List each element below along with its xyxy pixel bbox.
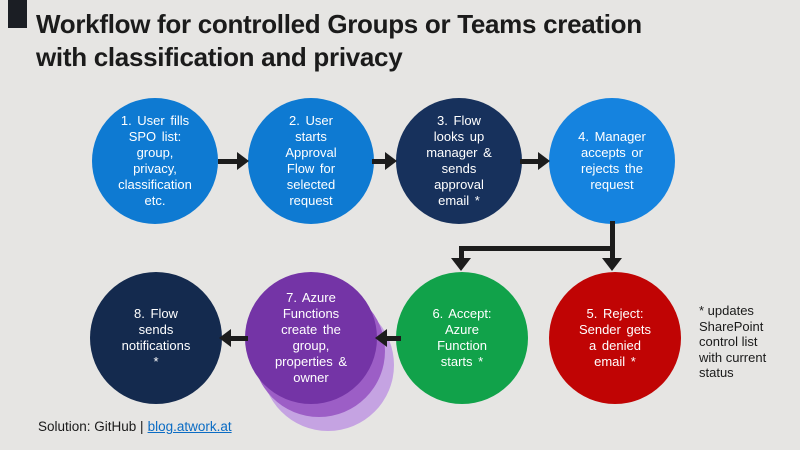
step-1-label: 1. User fills SPO list: group, privacy, … <box>118 113 192 208</box>
step-3-circle: 3. Flow looks up manager & sends approva… <box>396 98 522 224</box>
branch-connector-left-stem <box>458 250 464 259</box>
footer: Solution: GitHub |blog.atwork.at <box>38 419 232 434</box>
arrow-step1-to-step2 <box>218 150 249 172</box>
step-5-circle: 5. Reject: Sender gets a denied email * <box>549 272 681 404</box>
arrow-line <box>372 158 385 164</box>
branch-connector-right-stem <box>609 250 615 259</box>
arrow-line <box>387 335 401 341</box>
step-6-circle: 6. Accept: Azure Function starts * <box>396 272 528 404</box>
step-6-label: 6. Accept: Azure Function starts * <box>432 306 492 369</box>
arrow-line <box>231 335 248 341</box>
arrow-head-left-icon <box>219 329 231 347</box>
branch-connector-stem <box>609 221 615 250</box>
arrow-head-down-to-step5-icon <box>602 258 622 271</box>
step-8-circle: 8. Flow sends notifications * <box>90 272 222 404</box>
arrow-line <box>218 158 237 164</box>
arrow-head-right-icon <box>385 152 397 170</box>
step-7-circle: 7. Azure Functions create the group, pro… <box>245 272 377 404</box>
step-4-label: 4. Manager accepts or rejects the reques… <box>578 129 646 192</box>
arrow-step3-to-step4 <box>520 150 550 172</box>
step-1-circle: 1. User fills SPO list: group, privacy, … <box>92 98 218 224</box>
step-2-label: 2. User starts Approval Flow for selecte… <box>285 113 337 208</box>
arrow-step2-to-step3 <box>372 150 397 172</box>
step-3-label: 3. Flow looks up manager & sends approva… <box>426 113 492 208</box>
arrow-head-down-to-step6-icon <box>451 258 471 271</box>
step-2-circle: 2. User starts Approval Flow for selecte… <box>248 98 374 224</box>
step-7-label: 7. Azure Functions create the group, pro… <box>274 290 348 385</box>
arrow-step6-to-step7 <box>375 327 401 349</box>
arrow-head-right-icon <box>237 152 249 170</box>
branch-connector-horizontal <box>458 245 615 251</box>
step-5-label: 5. Reject: Sender gets a denied email * <box>578 306 652 369</box>
footer-solution-text: Solution: GitHub | <box>38 419 144 434</box>
arrow-step7-to-step8 <box>219 327 248 349</box>
footnote: * updates SharePoint control list with c… <box>699 303 767 380</box>
slide-title: Workflow for controlled Groups or Teams … <box>36 9 642 72</box>
arrow-head-right-icon <box>538 152 550 170</box>
step-8-label: 8. Flow sends notifications * <box>121 306 191 369</box>
arrow-head-left-icon <box>375 329 387 347</box>
footer-blog-link[interactable]: blog.atwork.at <box>147 419 232 434</box>
arrow-line <box>520 158 538 164</box>
corner-accent-square <box>8 0 27 28</box>
step-4-circle: 4. Manager accepts or rejects the reques… <box>549 98 675 224</box>
